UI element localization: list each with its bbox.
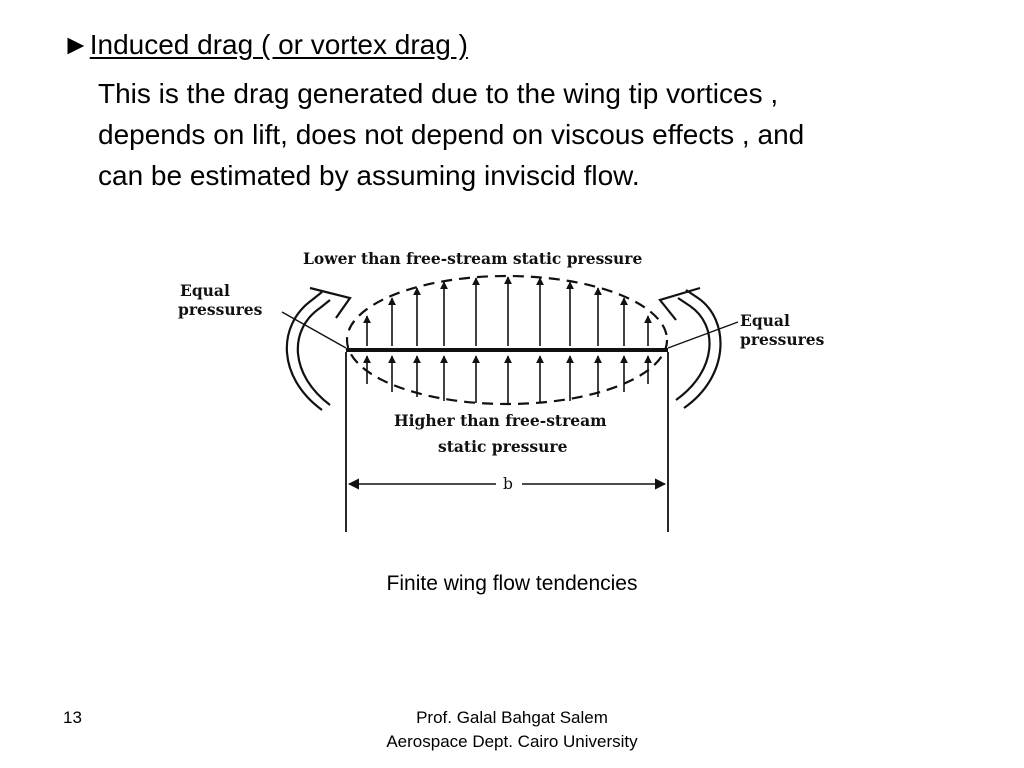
bottom-pressure-label-line1: Higher than free-stream (394, 411, 607, 430)
footer-author: Prof. Galal Bahgat Salem (416, 708, 608, 727)
left-label-leader (281, 311, 347, 349)
right-vortex-arrow (658, 286, 722, 409)
footer-affiliation: Aerospace Dept. Cairo University (386, 732, 638, 751)
body-line: This is the drag generated due to the wi… (98, 78, 779, 109)
span-label: b (503, 475, 513, 493)
right-label-leader (667, 321, 739, 349)
right-equal-label: Equal (740, 311, 790, 330)
heading-title: Induced drag ( or vortex drag ) (89, 29, 468, 60)
bottom-pressure-label-line2: static pressure (438, 437, 568, 456)
footer-credit: Prof. Galal Bahgat Salem Aerospace Dept.… (312, 706, 712, 754)
slide-number: 13 (63, 708, 82, 727)
lower-arrows (363, 355, 652, 403)
upper-arrows (363, 276, 652, 346)
left-pressures-label: pressures (178, 300, 263, 319)
pressure-envelope (345, 274, 669, 406)
left-vortex-arrow (285, 286, 352, 411)
figure-caption: Finite wing flow tendencies (386, 572, 638, 595)
top-pressure-label: Lower than free-stream static pressure (303, 249, 642, 268)
right-pressures-label: pressures (740, 330, 825, 349)
bullet-arrow-icon: ► (62, 29, 90, 60)
left-equal-label: Equal (180, 281, 230, 300)
slide-heading: ►Induced drag ( or vortex drag ) (62, 27, 468, 63)
body-line: can be estimated by assuming inviscid fl… (98, 160, 640, 191)
body-line: depends on lift, does not depend on visc… (98, 119, 805, 150)
finite-wing-diagram: Lower than free-stream static pressure E… (170, 240, 850, 535)
body-paragraph: This is the drag generated due to the wi… (98, 73, 978, 196)
